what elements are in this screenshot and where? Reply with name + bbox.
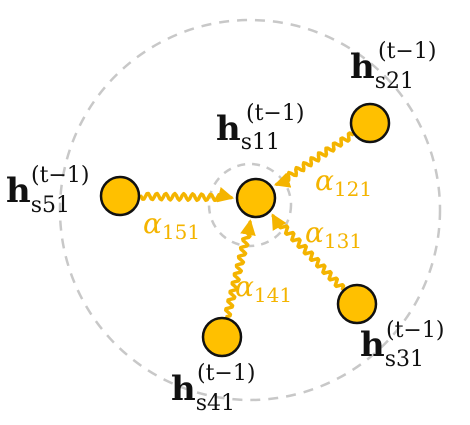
node-s41: [201, 316, 243, 358]
alpha-label-151: α151: [143, 207, 200, 244]
edge-s21-to-s11: [273, 131, 355, 188]
node-label-sup-s31: (t−1): [386, 318, 444, 343]
node-s11: [235, 177, 277, 219]
alpha-label-121: α121: [315, 164, 372, 201]
node-s51: [99, 175, 141, 217]
node-label-s11: hs11: [216, 109, 280, 155]
node-label-s41: hs41: [171, 369, 235, 416]
node-s31: [336, 283, 378, 325]
edge-s31-to-s11: [271, 213, 346, 291]
node-label-s31: hs31: [360, 325, 424, 372]
edge-s51-to-s11: [139, 186, 235, 203]
node-label-sup-s11: (t−1): [246, 101, 304, 126]
alpha-label-131: α131: [305, 216, 362, 253]
node-label-s51: hs51: [6, 171, 70, 218]
inner-neighborhood-circle: [207, 162, 293, 248]
node-label-sup-s51: (t−1): [31, 163, 89, 188]
alpha-label-141: α141: [235, 270, 292, 307]
edge-group: [139, 131, 355, 319]
outer-neighborhood-circle: [58, 18, 442, 402]
node-label-s21: hs21: [350, 47, 414, 94]
edge-s41-to-s11: [224, 219, 256, 319]
node-s21: [349, 102, 391, 144]
node-label-sup-s21: (t−1): [378, 39, 436, 64]
node-label-sup-s41: (t−1): [197, 361, 255, 386]
